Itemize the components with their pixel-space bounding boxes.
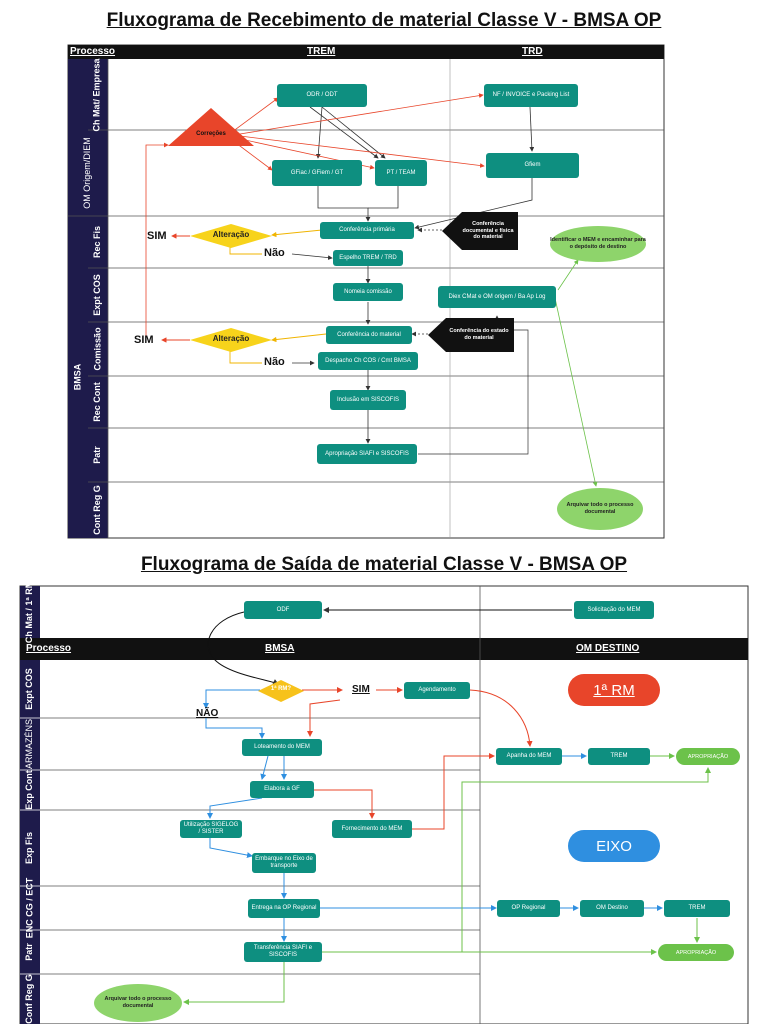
box-nf-invoice: NF / INVOICE e Packing List	[484, 84, 578, 107]
oval-arquivar-bottom: Arquivar todo o processo documental	[94, 984, 182, 1022]
box-apropriacao-siafi: Apropriação SIAFI e SISCOFIS	[317, 444, 417, 464]
lane-comissao: Comissão	[92, 327, 103, 371]
lane-bmsa: BMSA	[72, 363, 83, 391]
oval-arquivar-top: Arquivar todo o processo documental	[557, 488, 643, 530]
box-transferencia-siafi: Transferência SIAFI e SISCOFIS	[244, 942, 322, 962]
processo-header-bottom: Processo	[26, 643, 72, 654]
box-op-regional: OP Regional	[497, 900, 560, 917]
callout-conferencia-documental-text: Conferência documental e física do mater…	[462, 221, 514, 241]
alteracao-diamond-2	[190, 328, 272, 352]
rm-decision-diamond	[258, 680, 304, 702]
lane-ch-mat-1rm: Ch Mat / 1ª RM	[24, 580, 35, 644]
box-solicitacao-mem: Solicitação do MEM	[574, 601, 654, 619]
box-apanha-mem: Apanha do MEM	[496, 748, 562, 765]
box-om-destino: OM Destino	[580, 900, 644, 917]
sim-label-2: SIM	[134, 334, 154, 346]
box-loteamento: Loteamento do MEM	[242, 739, 322, 756]
nao-label-1: Não	[264, 247, 285, 259]
lane-exp-cont: Exp Cont	[24, 770, 35, 810]
callout-conferencia-estado	[428, 318, 514, 352]
lane-patr: Patr	[92, 446, 103, 464]
box-utilizacao-sigelog: Utilização SIGELOG / SISTER	[180, 820, 242, 838]
lane-rec-cont: Rec Cont	[92, 382, 103, 422]
oval-identificar-mem: Identificar o MEM e encaminhar para o de…	[550, 226, 646, 262]
saida-title: Fluxograma de Saída de material Classe V…	[140, 554, 628, 575]
pill-apropriacao-2: APROPRIAÇÃO	[658, 944, 734, 961]
box-trem-1: TREM	[588, 748, 650, 765]
box-embarque-eixo: Embarque no Eixo de transporte	[252, 853, 316, 873]
box-pt-team: PT / TEAM	[375, 160, 427, 186]
box-fornecimento-mem: Fornecimento do MEM	[332, 820, 412, 838]
lane-enc-cg-ect: ENC CG / ECT	[24, 877, 35, 939]
sim-label-bottom: SIM	[352, 684, 370, 695]
lane-armazens: ARMAZÉNS	[24, 718, 35, 769]
box-gfiac: GFiac / GFiem / GT	[272, 160, 362, 186]
column-header-bmsa: BMSA	[265, 643, 295, 654]
oval-1rm: 1ª RM	[568, 674, 660, 706]
alteracao-diamond-1	[190, 224, 272, 248]
lane-om-origem: OM Origem/DIEM	[82, 137, 93, 209]
box-gfiem: Gfiem	[486, 153, 579, 178]
oval-eixo: EIXO	[568, 830, 660, 862]
box-trem-2: TREM	[664, 900, 730, 917]
box-diex: Diex CMat e OM origem / Ba Ap Log	[438, 286, 556, 308]
lane-cont-reg-g: Cont Reg G	[92, 485, 103, 535]
nao-label-2: Não	[264, 356, 285, 368]
callout-conferencia-documental	[442, 212, 518, 250]
processo-header: Processo	[70, 46, 116, 57]
lane-expt-cos: Expt COS	[92, 274, 103, 316]
lane-patr-bottom: Patr	[24, 943, 35, 961]
box-nomeia-comissao: Nomeia comissão	[333, 283, 403, 301]
column-header-om-destino: OM DESTINO	[576, 643, 640, 654]
lane-expt-cos-bottom: Expt COS	[24, 668, 35, 710]
box-elabora-gf: Elabora a GF	[250, 781, 314, 798]
correcoes-label: Correções	[196, 131, 226, 137]
box-odr-odt: ODR / ODT	[277, 84, 367, 107]
box-conferencia-material: Conferência do material	[326, 326, 412, 344]
lane-conf-reg-g: Conf Reg G	[24, 974, 35, 1024]
column-header-trd: TRD	[522, 46, 543, 57]
lane-ch-mat-empresa: Ch Mat/ Empresa	[92, 57, 103, 132]
rm-decision-label: 1ª RM?	[270, 686, 292, 692]
alteracao-label-1: Alteração	[212, 230, 250, 239]
box-odf: ODF	[244, 601, 322, 619]
box-inclusao-siscofis: Inclusão em SISCOFIS	[330, 390, 406, 410]
sim-label-1: SIM	[147, 230, 167, 242]
alteracao-label-2: Alteração	[212, 334, 250, 343]
box-agendamento: Agendamento	[404, 682, 470, 699]
box-conferencia-primaria: Conferência primária	[320, 222, 414, 239]
callout-conferencia-estado-text: Conferência do estado do material	[449, 328, 509, 341]
recebimento-title: Fluxograma de Recebimento de material Cl…	[106, 10, 662, 31]
box-entrega-op: Entrega na OP Regional	[248, 899, 320, 918]
box-despacho: Despacho Ch COS / Cmt BMSA	[318, 352, 418, 370]
correcoes-triangle	[168, 108, 254, 146]
pill-apropriacao-1: APROPRIAÇÃO	[676, 748, 740, 765]
column-header-trem: TREM	[307, 46, 336, 57]
nao-label-bottom: NÃO	[196, 708, 219, 719]
box-espelho: Espelho TREM / TRD	[333, 250, 403, 266]
lane-rec-fis: Rec Fis	[92, 225, 103, 258]
lane-exp-fis: Exp Fis	[24, 831, 35, 864]
